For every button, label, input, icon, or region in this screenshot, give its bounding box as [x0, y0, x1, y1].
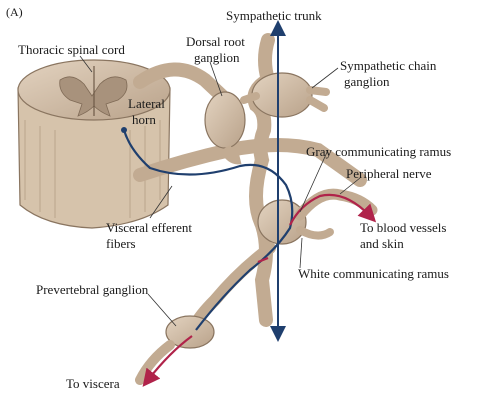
label-to-blood-vessels-line2: and skin: [360, 236, 404, 251]
label-sympathetic-chain-ganglion-line2: ganglion: [344, 74, 390, 89]
label-lateral-horn-line2: horn: [132, 112, 156, 127]
label-to-viscera: To viscera: [66, 376, 120, 391]
label-thoracic-spinal-cord: Thoracic spinal cord: [18, 42, 125, 57]
label-dorsal-root-ganglion-line1: Dorsal root: [186, 34, 245, 49]
label-sympathetic-trunk: Sympathetic trunk: [226, 8, 322, 23]
label-white-communicating-ramus: White communicating ramus: [298, 266, 449, 281]
label-to-blood-vessels-line1: To blood vessels: [360, 220, 446, 235]
sympathetic-chain-ganglion: [252, 73, 312, 117]
label-sympathetic-chain-ganglion-line1: Sympathetic chain: [340, 58, 437, 73]
lower-chain-ganglion: [258, 200, 306, 244]
label-visceral-efferent-fibers-line2: fibers: [106, 236, 136, 251]
label-prevertebral-ganglion: Prevertebral ganglion: [36, 282, 149, 297]
prevertebral-pathway: [140, 248, 270, 380]
lateral-horn-neuron: [121, 127, 127, 133]
label-visceral-efferent-fibers-line1: Visceral efferent: [106, 220, 192, 235]
spinal-nerve-roots: [140, 69, 360, 180]
label-gray-communicating-ramus: Gray communicating ramus: [306, 144, 451, 159]
panel-tag: (A): [6, 5, 23, 19]
label-dorsal-root-ganglion-line2: ganglion: [194, 50, 240, 65]
label-lateral-horn-line1: Lateral: [128, 96, 165, 111]
label-peripheral-nerve: Peripheral nerve: [346, 166, 432, 181]
